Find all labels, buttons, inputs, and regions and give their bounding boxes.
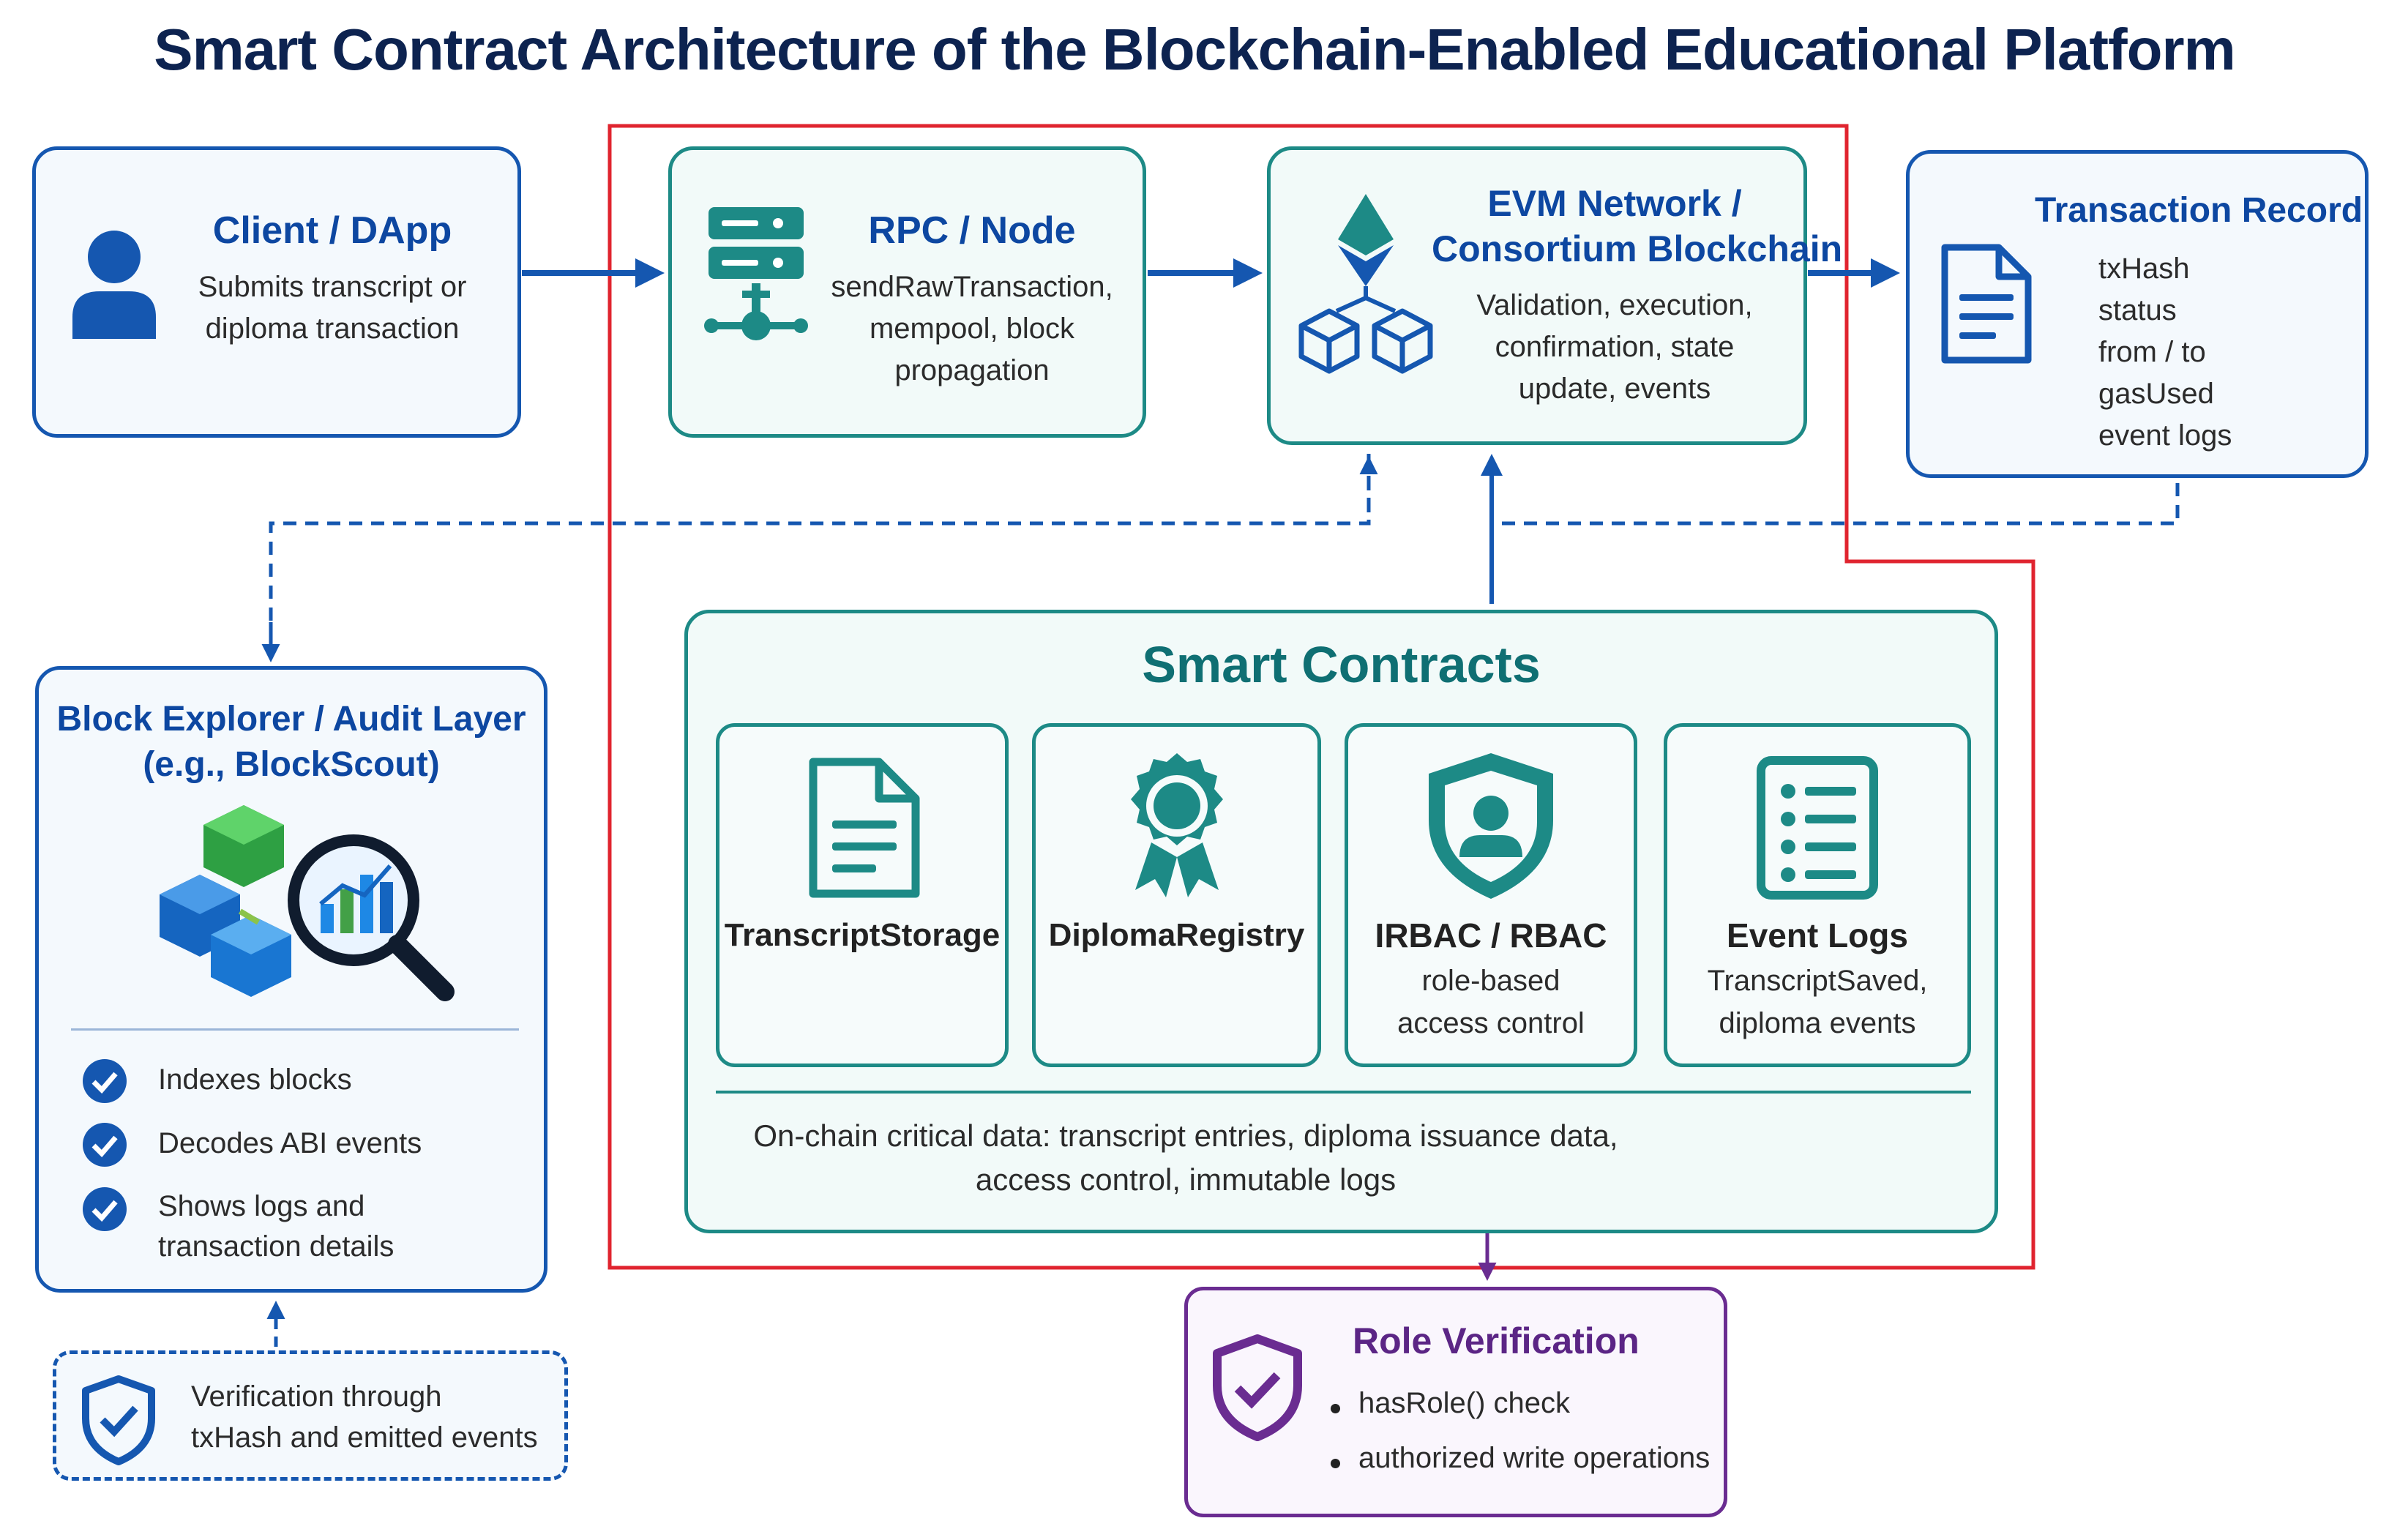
tx-field-event-logs: event logs	[2098, 419, 2232, 452]
award-icon	[1131, 753, 1223, 897]
card-title-rbac: IRBAC / RBAC	[1375, 916, 1607, 954]
blockchain-search-icon	[160, 805, 455, 1001]
rpc-line-3: propagation	[894, 354, 1050, 386]
rpc-node-box: RPC / Node sendRawTransaction, mempool, …	[668, 146, 1146, 438]
explorer-item-3-line-1: Shows logs and	[158, 1190, 365, 1222]
evm-heading-2: Consortium Blockchain	[1432, 228, 1843, 269]
shield-check-icon	[1213, 1334, 1302, 1441]
shield-user-icon	[1429, 753, 1553, 899]
card-title-transcript-storage: TranscriptStorage	[724, 917, 1001, 953]
smart-contracts-heading: Smart Contracts	[1142, 636, 1541, 693]
client-line-2: diploma transaction	[205, 313, 460, 345]
explorer-divider	[71, 1028, 519, 1031]
page-title: Smart Contract Architecture of the Block…	[154, 17, 2236, 82]
explorer-item-3-line-2: transaction details	[158, 1230, 395, 1263]
contracts-divider	[716, 1091, 1971, 1094]
trust-boundary	[607, 124, 2035, 1270]
tx-field-status: status	[2098, 294, 2177, 326]
block-explorer-box: Block Explorer / Audit Layer (e.g., Bloc…	[35, 666, 547, 1293]
tx-field-txhash: txHash	[2098, 253, 2190, 285]
contracts-footer-line-1: On-chain critical data: transcript entri…	[753, 1118, 1618, 1153]
client-heading: Client / DApp	[212, 209, 452, 252]
verification-box: Verification through txHash and emitted …	[53, 1350, 568, 1481]
evm-heading-1: EVM Network /	[1487, 183, 1742, 224]
contract-card-transcript-storage: TranscriptStorage	[716, 723, 1009, 1067]
role-bullet-1: hasRole() check	[1358, 1387, 1571, 1419]
explorer-item-1: Indexes blocks	[158, 1064, 352, 1096]
card-rbac-line-2: access control	[1397, 1007, 1585, 1039]
evm-line-3: update, events	[1518, 373, 1711, 405]
document-icon	[1941, 244, 2032, 364]
server-icon	[704, 207, 808, 340]
role-verification-box: Role Verification hasRole() check author…	[1184, 1287, 1727, 1517]
explorer-heading-2: (e.g., BlockScout)	[143, 745, 440, 784]
verification-line-2: txHash and emitted events	[191, 1421, 538, 1454]
contracts-footer-line-2: access control, immutable logs	[975, 1162, 1397, 1197]
tx-record-heading: Transaction Record	[2034, 191, 2363, 230]
contract-card-diploma-registry: DiplomaRegistry	[1032, 723, 1321, 1067]
rpc-line-2: mempool, block	[869, 313, 1075, 345]
user-icon	[72, 231, 156, 339]
rpc-line-1: sendRawTransaction,	[831, 271, 1113, 303]
role-verification-heading: Role Verification	[1353, 1320, 1640, 1361]
explorer-heading-1: Block Explorer / Audit Layer	[56, 700, 526, 739]
card-event-logs-line-2: diploma events	[1719, 1007, 1916, 1039]
explorer-item-2: Decodes ABI events	[158, 1127, 422, 1159]
client-dapp-box: Client / DApp Submits transcript or dipl…	[32, 146, 521, 438]
card-title-event-logs: Event Logs	[1727, 916, 1908, 954]
bullet-dot	[1331, 1404, 1340, 1413]
shield-check-icon	[82, 1375, 155, 1465]
tx-field-from-to: from / to	[2098, 336, 2206, 368]
smart-contracts-box: Smart Contracts TranscriptStorage Diplom…	[684, 610, 1998, 1233]
evm-network-box: EVM Network / Consortium Blockchain Vali…	[1267, 146, 1843, 445]
contract-card-event-logs: Event Logs TranscriptSaved, diploma even…	[1664, 723, 1971, 1067]
verification-line-1: Verification through	[191, 1380, 442, 1413]
card-title-diploma-registry: DiplomaRegistry	[1048, 917, 1305, 953]
client-line-1: Submits transcript or	[198, 271, 467, 303]
check-icon	[83, 1187, 127, 1231]
contract-card-rbac: IRBAC / RBAC role-based access control	[1345, 723, 1637, 1067]
evm-line-2: confirmation, state	[1495, 331, 1735, 363]
role-bullet-2: authorized write operations	[1358, 1442, 1711, 1474]
bullet-dot	[1331, 1459, 1340, 1468]
tx-field-gasused: gasUsed	[2098, 378, 2214, 410]
evm-line-1: Validation, execution,	[1476, 289, 1753, 321]
check-icon	[83, 1059, 127, 1103]
transaction-record-box: Transaction Record txHash status from / …	[1906, 150, 2369, 478]
document-icon	[809, 758, 920, 898]
ethereum-blocks-icon	[1298, 194, 1433, 374]
rpc-heading: RPC / Node	[868, 209, 1076, 252]
check-icon	[83, 1123, 127, 1167]
list-icon	[1757, 756, 1878, 900]
dashed-txrecord-link	[1497, 483, 2180, 526]
card-event-logs-line-1: TranscriptSaved,	[1707, 965, 1928, 997]
card-rbac-line-1: role-based	[1421, 965, 1560, 997]
